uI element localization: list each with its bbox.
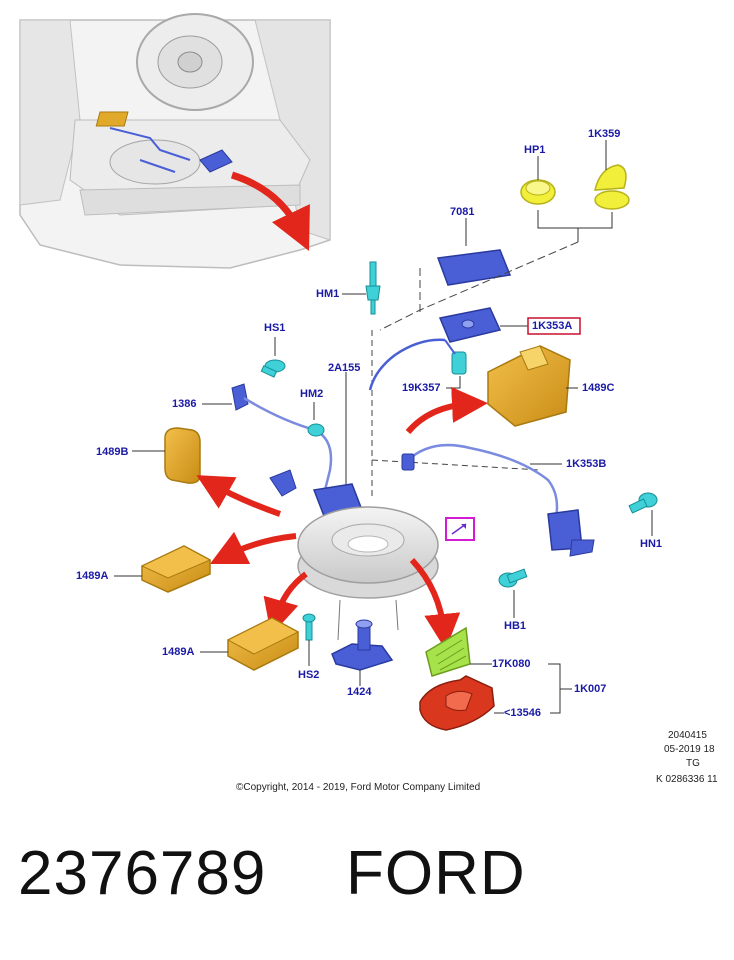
label-17k080: 17K080 bbox=[492, 658, 531, 670]
label-1489c: 1489C bbox=[582, 382, 615, 394]
label-7081: 7081 bbox=[450, 206, 475, 218]
label-1386: 1386 bbox=[172, 398, 197, 410]
meta-line-4: K 0286336 11 bbox=[656, 774, 718, 785]
spare-tyre bbox=[297, 506, 439, 641]
explosion-arrows bbox=[196, 386, 488, 650]
hs2-screw bbox=[302, 613, 316, 666]
hb1-bolt bbox=[498, 568, 528, 618]
1424-wheel-retainer bbox=[331, 619, 394, 686]
dashed-leader-d bbox=[371, 459, 541, 471]
label-1k353a: 1K353A bbox=[532, 320, 573, 332]
label-hm1: HM1 bbox=[316, 288, 340, 300]
vehicle-inset bbox=[19, 13, 331, 269]
hp1-1k359-bracket bbox=[537, 210, 613, 242]
copyright-notice: ©Copyright, 2014 - 2019, Ford Motor Comp… bbox=[236, 782, 481, 793]
1k353a-cable bbox=[368, 338, 446, 391]
label-1k359: 1K359 bbox=[588, 128, 621, 140]
view-marker-box bbox=[445, 517, 475, 541]
label-1k353b: 1K353B bbox=[566, 458, 607, 470]
label-1489a-upper: 1489A bbox=[76, 570, 109, 582]
hm2-clip bbox=[307, 402, 325, 437]
label-1489a-lower: 1489A bbox=[162, 646, 195, 658]
meta-line-2: 05-2019 18 bbox=[664, 744, 715, 755]
label-1424: 1424 bbox=[347, 686, 372, 698]
label-hb1: HB1 bbox=[504, 620, 527, 632]
label-2a155: 2A155 bbox=[328, 362, 361, 374]
19k357-connector bbox=[444, 339, 467, 389]
1k007-bracket bbox=[548, 663, 572, 714]
1489a-foam-block-lower bbox=[200, 617, 300, 671]
label-19k357: 19K357 bbox=[402, 382, 441, 394]
7081-cover-plate bbox=[436, 218, 512, 286]
hs1-screw bbox=[260, 337, 286, 378]
label-13546: <13546 bbox=[504, 707, 542, 719]
label-hm2: HM2 bbox=[300, 388, 324, 400]
1k353a-highlight-box bbox=[527, 317, 581, 335]
1489c-foam-block bbox=[487, 345, 578, 427]
label-1k007: 1K007 bbox=[574, 683, 607, 695]
meta-line-3: TG bbox=[686, 758, 700, 769]
hp1-plug bbox=[520, 156, 556, 205]
label-hs2: HS2 bbox=[298, 669, 320, 681]
label-hp1: HP1 bbox=[524, 144, 546, 156]
1489b-foam-pad bbox=[132, 427, 201, 484]
1k359-cap bbox=[594, 140, 630, 210]
label-hs1: HS1 bbox=[264, 322, 286, 334]
hn1-nut bbox=[628, 492, 658, 536]
label-hn1: HN1 bbox=[640, 538, 663, 550]
brand-name: FORD bbox=[346, 839, 526, 908]
1k353b-cable bbox=[405, 443, 559, 519]
17k080-wheel-chock bbox=[425, 626, 492, 677]
1k353b-sensor-bracket bbox=[401, 453, 595, 557]
13546-jack-holder bbox=[419, 675, 504, 731]
meta-line-1: 2040415 bbox=[668, 730, 707, 741]
hm1-push-pin bbox=[342, 261, 381, 315]
label-1489b: 1489B bbox=[96, 446, 129, 458]
part-number: 2376789 bbox=[18, 839, 267, 908]
1386-bracket bbox=[202, 383, 249, 411]
1k353a-sensor-mount bbox=[438, 307, 528, 343]
1489a-foam-block-upper bbox=[114, 545, 212, 593]
